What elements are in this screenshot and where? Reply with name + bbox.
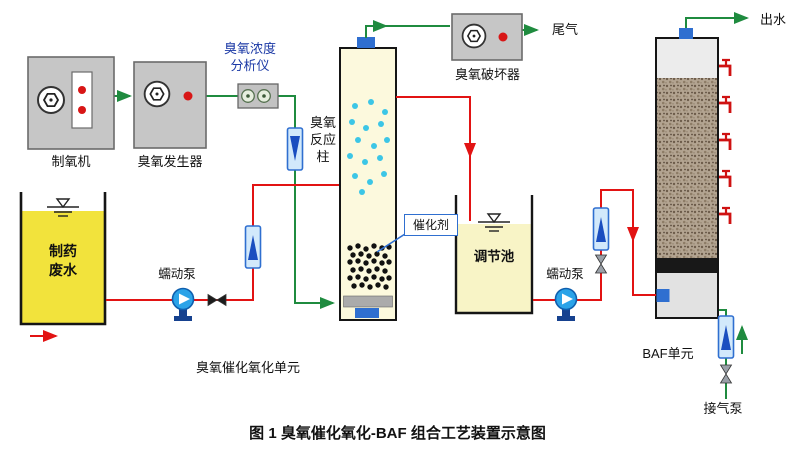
analyzer-label-line1: 臭氧浓度 <box>223 41 276 56</box>
pipe-effluent <box>685 12 749 28</box>
regulating-fill <box>456 224 532 312</box>
ozone-destructor-label: 臭氧破坏器 <box>454 67 520 82</box>
compressor-nut-icon <box>143 80 171 108</box>
pipe-air-to-baf <box>719 309 727 316</box>
bubbles-icon <box>347 99 390 195</box>
compressor-nut-icon <box>37 86 65 114</box>
analyzer-label: 臭氧浓度 分析仪 <box>216 40 284 74</box>
ozone-analyzer <box>237 83 279 109</box>
pipe-rotameter-to-column <box>294 170 335 309</box>
pipe-to-baf <box>600 189 656 296</box>
wastewater-walls <box>19 192 107 326</box>
peristaltic-pump-icon <box>171 287 195 322</box>
ozone-generator-label: 臭氧发生器 <box>137 154 203 169</box>
wastewater-tank <box>19 192 107 326</box>
baf-column <box>655 28 732 319</box>
sample-tap-icon <box>717 169 732 189</box>
gas-rotameter-icon <box>286 127 304 171</box>
effluent-label: 出水 <box>759 12 786 27</box>
pipe-rotameter-to-column <box>252 184 339 226</box>
valve-icon <box>207 294 227 306</box>
regulating-tank <box>454 195 534 315</box>
ozone-generator <box>133 61 207 149</box>
gas-pipes <box>114 12 749 399</box>
sample-tap-icon <box>717 95 732 115</box>
column-top-cap <box>357 37 375 48</box>
pump-left-label: 蠕动泵 <box>158 267 196 281</box>
catalyst-callout: 催化剂 <box>404 214 458 236</box>
baf-support-layer <box>657 258 717 273</box>
reaction-column-label: 臭氧 反应 柱 <box>309 115 336 164</box>
indicator-panel <box>71 71 93 129</box>
liquid-rotameter-icon <box>592 207 610 251</box>
catalyst-pointer-line <box>376 233 406 253</box>
figure-caption: 图 1 臭氧催化氧化-BAF 组合工艺装置示意图 <box>249 425 546 442</box>
oxidation-unit-label: 臭氧催化氧化单元 <box>195 360 300 375</box>
wastewater-fill <box>21 211 105 323</box>
ozone-destructor <box>451 13 523 61</box>
air-rotameter-icon <box>717 315 735 359</box>
ozone-generator-box <box>133 61 207 149</box>
baf-media-bed <box>657 78 717 258</box>
baf-top-zone <box>657 39 717 78</box>
oxygen-generator <box>27 56 115 150</box>
gauge-dot-icon <box>246 94 250 98</box>
wastewater-label: 制药 废水 <box>49 243 77 278</box>
compressor-nut-icon <box>461 23 487 49</box>
indicator-light-icon <box>183 91 193 101</box>
pump-right-label: 蠕动泵 <box>546 267 584 281</box>
baf-unit-label: BAF单元 <box>642 346 694 361</box>
peristaltic-pump-icon <box>554 287 578 322</box>
analyzer-label-line2: 分析仪 <box>230 58 270 73</box>
baf-top-cap <box>679 28 693 39</box>
pipe-column-to-destructor <box>365 25 450 38</box>
sample-tap-icon <box>717 58 732 78</box>
baf-inlet-fitting <box>656 289 670 302</box>
liquid-rotameter-icon <box>244 225 262 269</box>
diffuser-base <box>355 308 379 318</box>
pipe-analyzer-to-rotameter <box>278 95 296 128</box>
regulating-walls <box>454 195 534 315</box>
regulating-tank-label: 调节池 <box>473 249 515 264</box>
indicator-light-icon <box>78 106 86 114</box>
sample-tap-icon <box>717 206 732 226</box>
valve-icon <box>595 254 607 274</box>
tail-gas-label: 尾气 <box>551 22 578 37</box>
oxygen-generator-label: 制氧机 <box>51 154 91 169</box>
ozone-reaction-column <box>339 37 397 321</box>
pipe-column-to-regulating <box>396 96 471 221</box>
sample-tap-icon <box>717 132 732 152</box>
gauge-dot-icon <box>262 94 266 98</box>
pipe-wastewater-to-rotameter <box>106 268 254 301</box>
diffuser-plate <box>343 295 393 308</box>
air-pump-label: 接气泵 <box>703 401 743 416</box>
valve-icon <box>720 364 732 384</box>
indicator-light-icon <box>78 86 86 94</box>
indicator-light-icon <box>498 32 508 42</box>
